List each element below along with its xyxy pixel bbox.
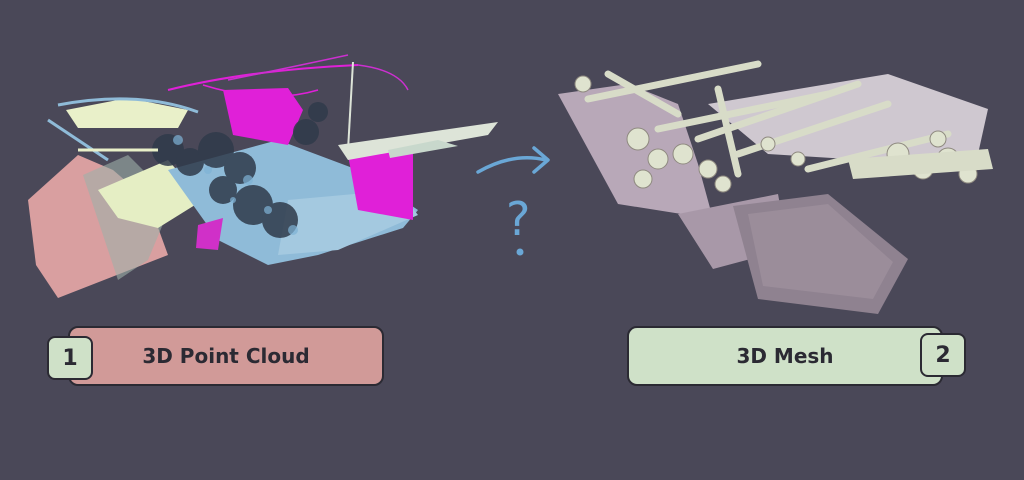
point-cloud-illustration [28,54,498,298]
step-2-badge: 2 [920,333,966,377]
conversion-arrow-icon: ? [476,146,550,256]
question-mark: ? [506,192,530,246]
point-cloud-label-text: 3D Point Cloud [142,344,310,368]
step-1-badge: 1 [47,336,93,380]
mesh-illustration [558,60,993,314]
mesh-label-text: 3D Mesh [736,344,834,368]
step-1-number: 1 [62,345,78,371]
point-cloud-label: 3D Point Cloud [68,326,384,386]
mesh-label: 3D Mesh [627,326,943,386]
step-2-number: 2 [935,342,951,368]
